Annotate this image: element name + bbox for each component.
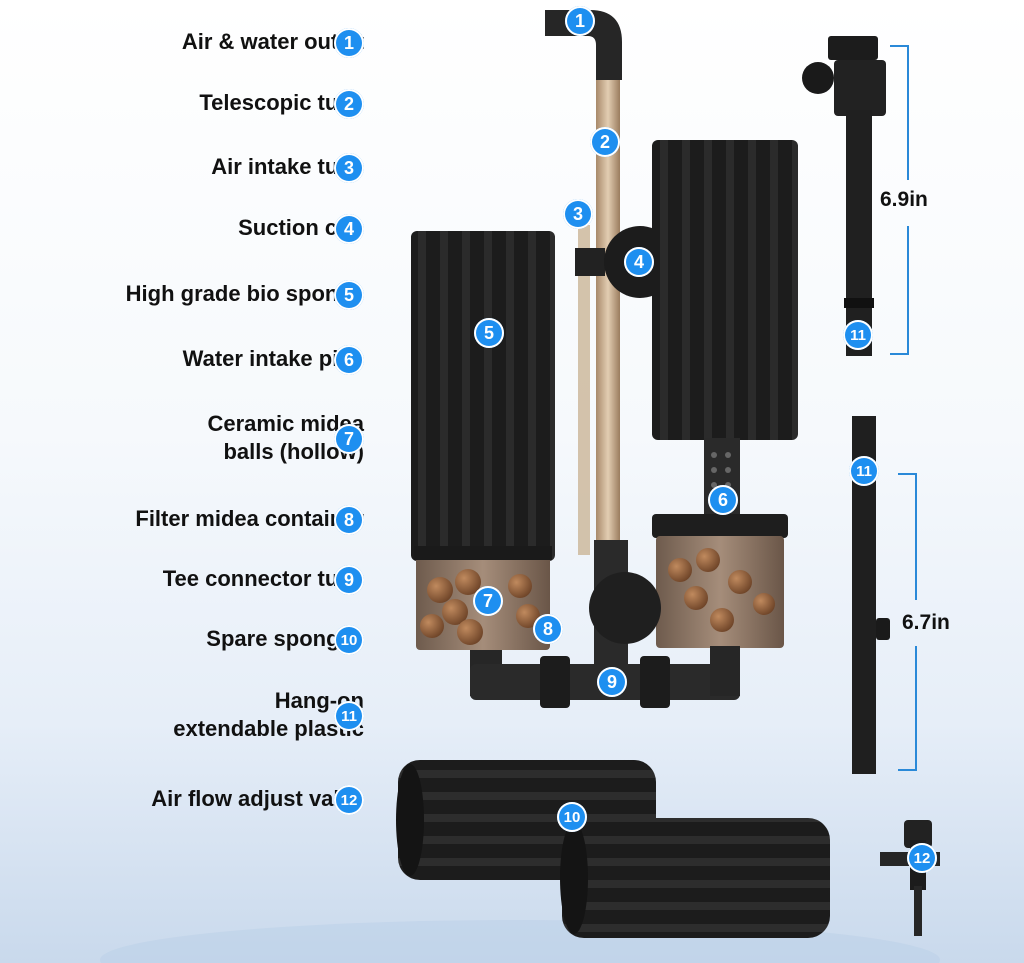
badge-10: 10 xyxy=(557,802,587,832)
hang-on-bracket xyxy=(802,36,886,356)
air-flow-valve xyxy=(880,820,940,936)
label-badge-3: 3 xyxy=(334,153,364,183)
spare-sponges xyxy=(396,760,830,938)
left-ceramic-balls xyxy=(420,569,540,645)
label-badge-7: 7 xyxy=(334,424,364,454)
label-row-11: Hang-on extendable plastic xyxy=(173,687,364,743)
label-row-8: Filter midea container xyxy=(135,505,364,533)
badge-12: 12 xyxy=(907,843,937,873)
badge-9: 9 xyxy=(597,667,627,697)
label-text-5: High grade bio sponge xyxy=(125,281,364,306)
label-badge-8: 8 xyxy=(334,505,364,535)
dimension-extension: 6.7in xyxy=(902,611,950,634)
badge-6: 6 xyxy=(708,485,738,515)
air-intake-tube xyxy=(578,225,590,555)
label-text-8: Filter midea container xyxy=(135,506,364,531)
telescopic-tube xyxy=(596,80,620,580)
label-text-12: Air flow adjust valve xyxy=(151,786,364,811)
label-text-11: Hang-on extendable plastic xyxy=(173,688,364,741)
label-badge-11: 11 xyxy=(334,701,364,731)
dimension-lines xyxy=(890,45,917,771)
badge-7: 7 xyxy=(473,586,503,616)
label-badge-10: 10 xyxy=(334,625,364,655)
badge-8: 8 xyxy=(533,614,563,644)
label-text-9: Tee connector tube xyxy=(162,566,364,591)
label-row-5: High grade bio sponge xyxy=(126,280,364,308)
dimension-top: 6.9in xyxy=(880,188,928,211)
label-row-9: Tee connector tube xyxy=(163,565,364,593)
badge-1: 1 xyxy=(565,6,595,36)
badge-4: 4 xyxy=(624,247,654,277)
badge-11-bottom: 11 xyxy=(849,456,879,486)
right-ceramic-balls xyxy=(668,548,775,632)
label-badge-2: 2 xyxy=(334,89,364,119)
label-badge-9: 9 xyxy=(334,565,364,595)
badge-3: 3 xyxy=(563,199,593,229)
badge-5: 5 xyxy=(474,318,504,348)
label-badge-1: 1 xyxy=(334,28,364,58)
right-sponge xyxy=(652,140,798,440)
badge-2: 2 xyxy=(590,127,620,157)
outlet-elbow xyxy=(545,10,622,80)
left-sponge xyxy=(411,231,555,561)
label-row-12: Air flow adjust valve xyxy=(151,785,364,813)
label-badge-4: 4 xyxy=(334,214,364,244)
badge-11-top: 11 xyxy=(843,320,873,350)
label-badge-5: 5 xyxy=(334,280,364,310)
label-badge-6: 6 xyxy=(334,345,364,375)
label-badge-12: 12 xyxy=(334,785,364,815)
